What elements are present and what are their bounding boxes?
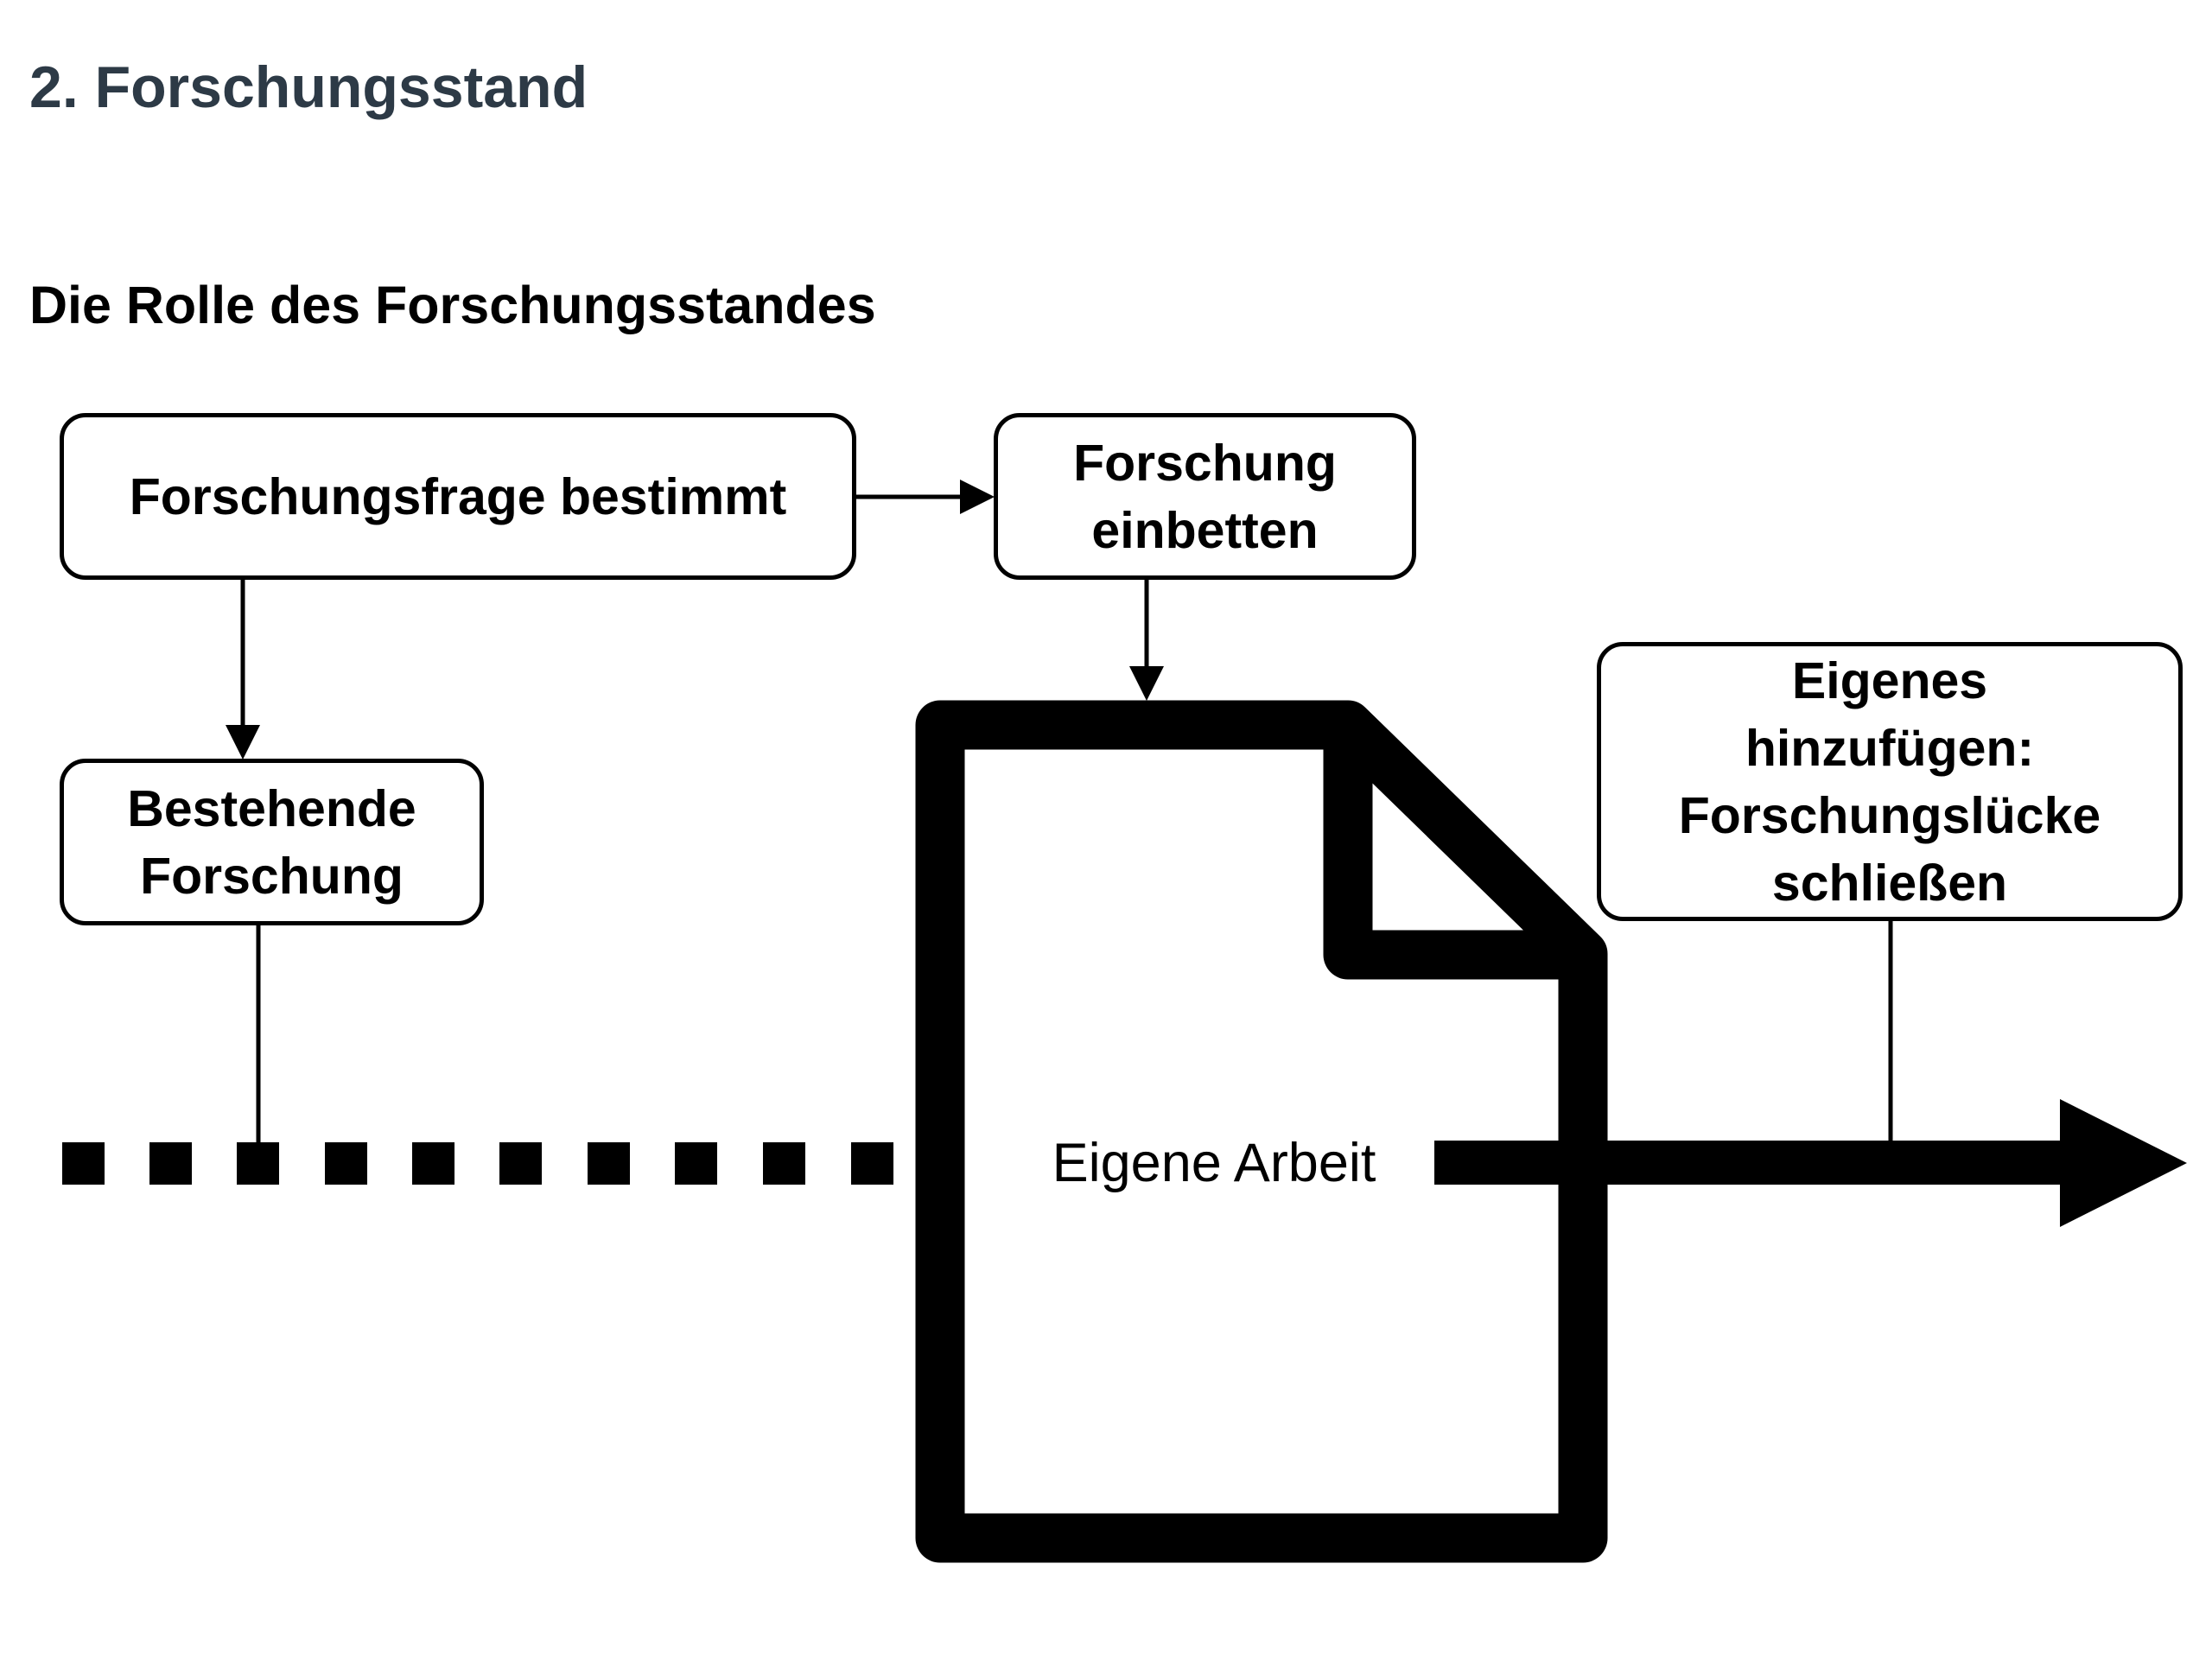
box-close-gap: Eigenes hinzufügen: Forschungslücke schl…: [1597, 642, 2183, 921]
box-embed-line-2: einbetten: [1091, 501, 1319, 559]
box-existing-research: Bestehende Forschung: [60, 759, 484, 925]
document-label: Eigene Arbeit: [1052, 1133, 1376, 1193]
box-gap-line-1: Eigenes: [1791, 652, 1988, 709]
document-icon: [915, 700, 1608, 1563]
box-existing-line-2: Forschung: [140, 847, 404, 905]
box-research-question: Forschungsfrage bestimmt: [60, 413, 856, 580]
timeline-arrow: [1434, 1099, 2187, 1227]
box-gap-line-3: Forschungslücke: [1678, 786, 2101, 844]
box-embed-line-1: Forschung: [1073, 434, 1337, 492]
section-subtitle: Die Rolle des Forschungsstandes: [29, 276, 876, 334]
dotted-timeline: [62, 1142, 893, 1185]
box-gap-line-2: hinzufügen:: [1745, 719, 2035, 777]
box-research-question-label: Forschungsfrage bestimmt: [129, 467, 787, 525]
box-existing-line-1: Bestehende: [127, 779, 416, 837]
box-gap-line-4: schließen: [1771, 854, 2008, 912]
box-embed-research: Forschung einbetten: [994, 413, 1416, 580]
page-title: 2. Forschungsstand: [29, 54, 588, 120]
